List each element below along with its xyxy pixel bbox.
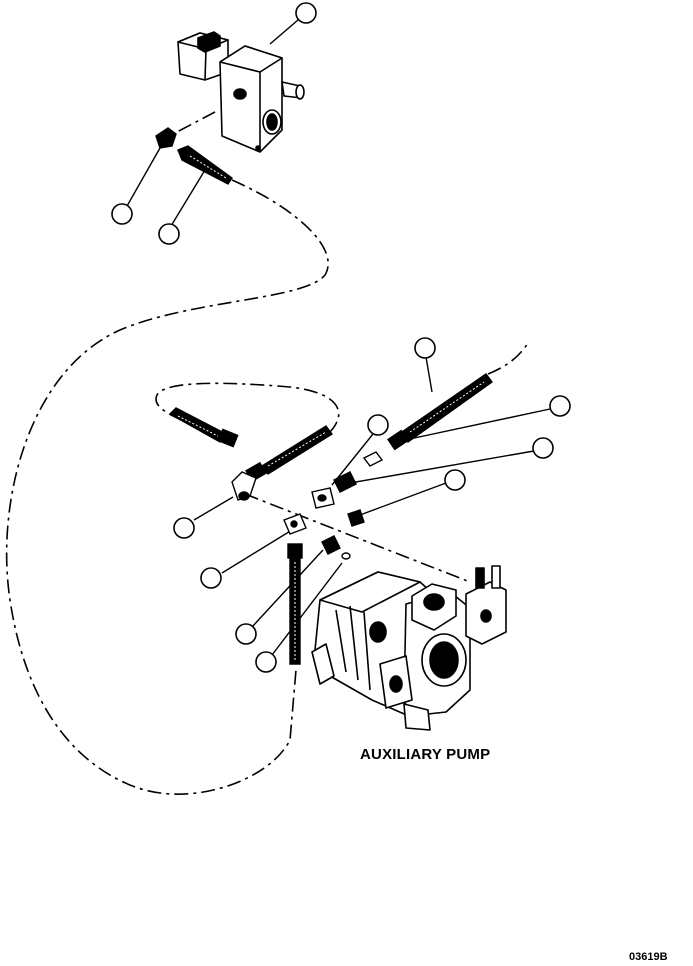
solenoid-edge [204, 48, 207, 81]
hose-route-valve-fitting [174, 111, 216, 134]
hose-left-straight [168, 407, 228, 443]
fitting-tee-port [317, 494, 327, 502]
pump-compensator-screw-b [491, 565, 501, 589]
callout-circle-3 [158, 223, 180, 245]
callout-circle-6 [367, 414, 389, 436]
pump-foot [403, 703, 431, 731]
hose-route-right-top [487, 342, 529, 375]
hose-right-thread [409, 381, 485, 433]
hose-assemblies [168, 373, 493, 665]
fitting-adapter-a [362, 451, 384, 467]
hose-center [260, 425, 334, 475]
hose-thread-top [189, 155, 227, 179]
pump-compensator-screw-a [475, 567, 485, 589]
leader-7 [349, 450, 535, 484]
callout-leaders [126, 19, 551, 656]
elbow-fitting-left [231, 471, 257, 501]
pump-housing-ribs [335, 605, 371, 691]
small-fittings [283, 451, 384, 560]
leader-5 [404, 408, 551, 441]
hose-right-nut [387, 429, 409, 451]
pump-side-port [389, 675, 403, 693]
pump-end-cover-inner [429, 641, 459, 679]
hose-route-to-pump [244, 493, 471, 583]
callout-circles [111, 2, 571, 673]
valve-fittings [155, 127, 233, 185]
callout-circle-10 [200, 567, 222, 589]
callout-circle-12 [255, 651, 277, 673]
leader-2 [126, 147, 161, 207]
callout-circle-8 [444, 469, 466, 491]
hose-vertical-nut [287, 543, 303, 559]
callout-circle-5 [549, 395, 571, 417]
callout-circle-11 [235, 623, 257, 645]
valve-block [177, 31, 305, 153]
leader-9 [193, 496, 234, 521]
leader-4 [425, 356, 433, 393]
hose-left-nut [217, 428, 239, 448]
pump-port [423, 593, 445, 611]
fitting-oring [341, 552, 351, 560]
auxiliary-pump [311, 565, 507, 731]
fitting-union-port [290, 520, 298, 528]
pump-flange [311, 643, 335, 685]
hose-left-thread [177, 415, 219, 437]
leader-1 [269, 19, 299, 45]
valve-bolt [255, 145, 261, 151]
leader-6 [331, 433, 374, 486]
fitting-elbow-top [155, 127, 177, 149]
valve-port-side-inner [266, 113, 278, 131]
callout-circle-2 [111, 203, 133, 225]
figure-id: 03619B [629, 951, 668, 963]
fitting-connector [321, 535, 341, 555]
leader-8 [359, 482, 447, 516]
valve-spool-end [295, 84, 305, 100]
elbow-fitting-port [238, 491, 250, 501]
hose-center-thread [267, 431, 327, 467]
pump-compensator-port [480, 609, 492, 623]
leader-12 [271, 562, 343, 656]
valve-block-top [219, 45, 283, 73]
callout-circle-1 [295, 2, 317, 24]
fitting-adapter-b [333, 471, 357, 493]
leader-3 [170, 169, 206, 227]
hose-route-long-loop [5, 179, 329, 795]
leader-10 [221, 529, 293, 574]
solenoid-connector [197, 31, 221, 53]
fitting-plug [347, 509, 365, 527]
valve-port-front [233, 88, 247, 100]
pump-shaft-port [369, 621, 387, 643]
pump-label: AUXILIARY PUMP [360, 746, 491, 763]
pump-housing-top [319, 571, 421, 613]
hose-right-upper [401, 373, 493, 444]
callout-circle-7 [532, 437, 554, 459]
leader-11 [251, 549, 324, 628]
callout-circle-4 [414, 337, 436, 359]
callout-circle-9 [173, 517, 195, 539]
